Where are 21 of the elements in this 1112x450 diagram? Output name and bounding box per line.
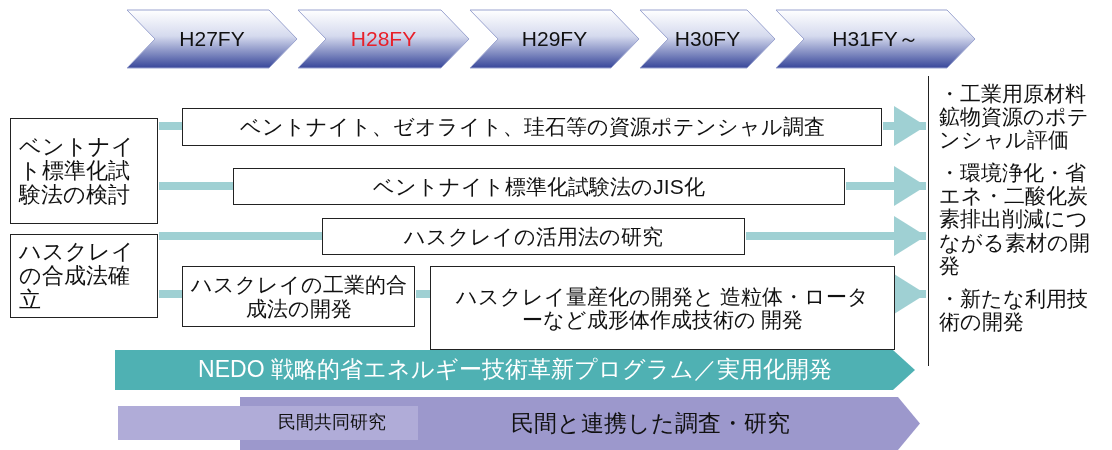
- year-banner: H30FY: [640, 10, 775, 68]
- year-banner: H31FY～: [776, 10, 975, 68]
- task-box: ハスクレイ量産化の開発と 造粒体・ローターなど成形体作成技術の 開発: [430, 266, 895, 350]
- year-banner: H29FY: [470, 10, 639, 68]
- task-box: ベントナイト標準化試験法のJIS化: [233, 168, 845, 205]
- year-banner: H27FY: [127, 10, 297, 68]
- task-box: ハスクレイの活用法の研究: [322, 218, 745, 255]
- outcome-text: ・環境浄化・省エネ・二酸化炭素排出削減につながる素材の開発: [939, 161, 1091, 277]
- arrow-bar: [883, 106, 926, 146]
- task-box: ハスクレイの合成法確立: [10, 234, 158, 318]
- program-banner: NEDO 戦略的省エネルギー技術革新プログラム／実用化開発: [115, 350, 915, 390]
- year-banner: H28FY: [298, 10, 469, 68]
- outcome-text: ・新たな利用技術の開発: [939, 286, 1089, 333]
- arrow-bar: [746, 216, 926, 256]
- task-box: ハスクレイの工業的合成法の開発: [182, 266, 415, 327]
- arrow-bar: [846, 166, 926, 206]
- outcome-text: ・工業用原材料鉱物資源のポテンシャル評価: [939, 82, 1090, 152]
- arrow-bar: [894, 274, 926, 314]
- task-box: ベントナイト、ゼオライト、珪石等の資源ポテンシャル調査: [182, 108, 882, 146]
- program-band: 民間共同研究: [118, 406, 418, 440]
- task-box: ベントナイト標準化試験法の検討: [10, 118, 158, 224]
